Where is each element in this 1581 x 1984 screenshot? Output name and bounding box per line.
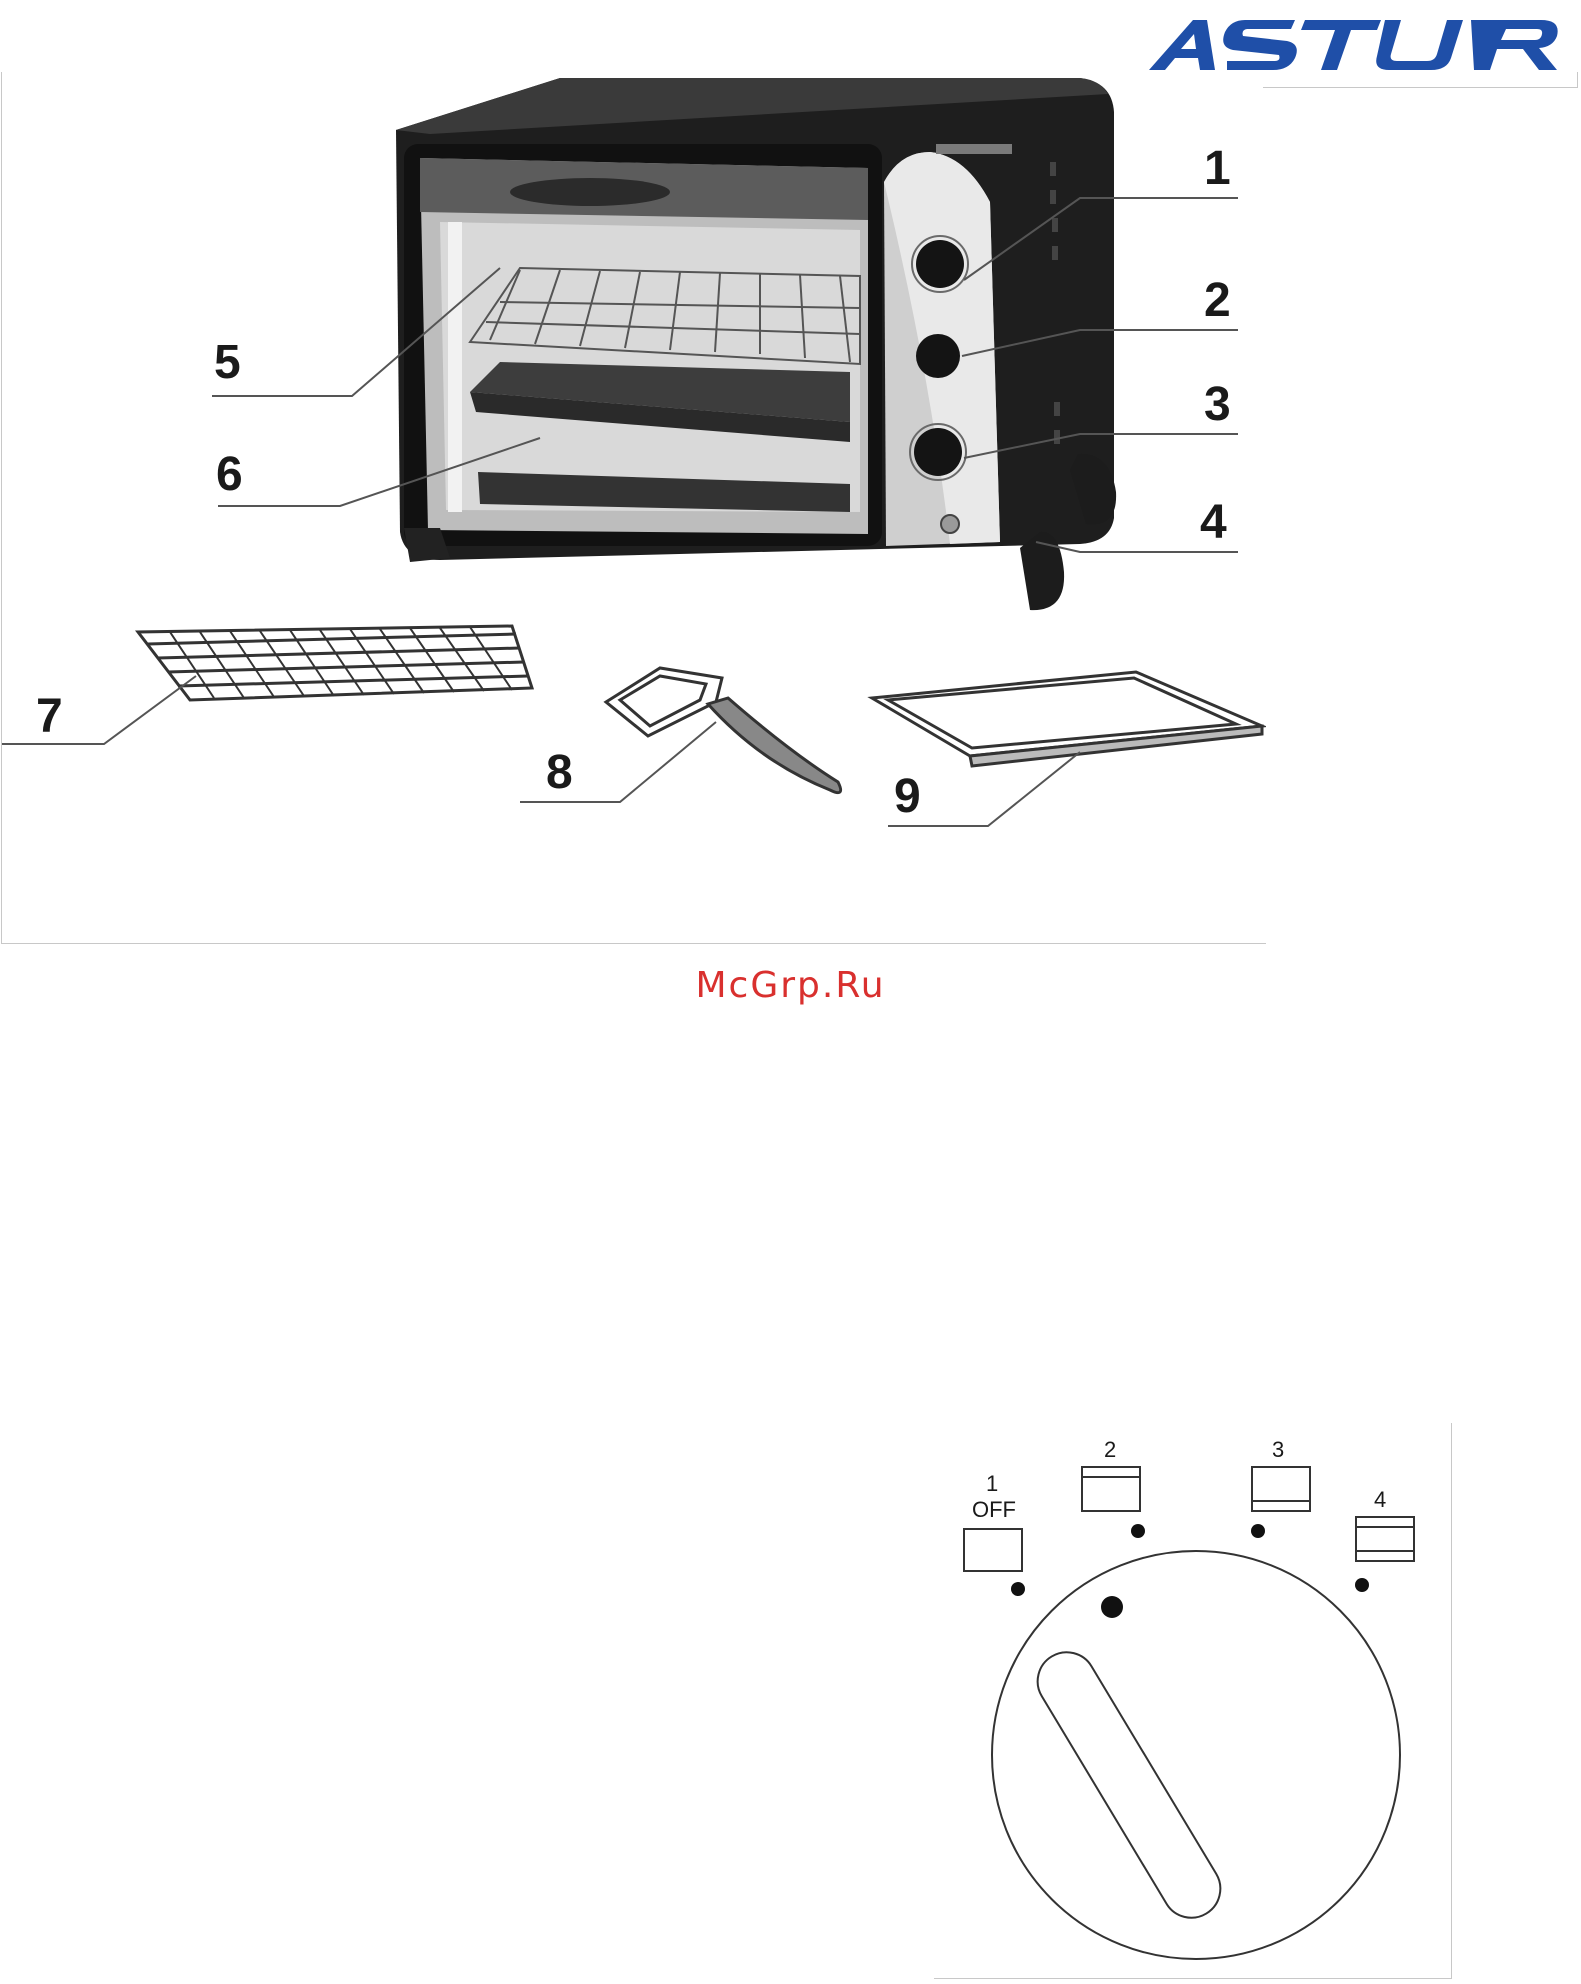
knob-position-1-symbol — [964, 1529, 1022, 1571]
astur-logo — [1145, 14, 1573, 74]
knob-position-3-dot — [1251, 1524, 1265, 1538]
knob-position-4-symbol — [1356, 1517, 1414, 1561]
callout-1: 1 — [1204, 142, 1231, 195]
callout-5: 5 — [214, 336, 241, 389]
knob-position-1-label: OFF — [972, 1497, 1016, 1522]
knob-position-3-symbol — [1252, 1467, 1310, 1511]
knob-position-2-number: 2 — [1104, 1437, 1116, 1462]
knob-position-4-dot — [1355, 1578, 1369, 1592]
knob-indicator-dot — [1101, 1596, 1123, 1618]
knob-position-4-number: 4 — [1374, 1487, 1386, 1512]
callout-8: 8 — [546, 746, 573, 799]
header-rule — [1263, 87, 1578, 88]
knob-position-3-number: 3 — [1272, 1437, 1284, 1462]
tray-handle — [606, 668, 841, 793]
wire-rack — [138, 626, 532, 700]
baking-tray — [872, 672, 1262, 766]
knob-position-1-number: 1 — [986, 1471, 998, 1496]
knob-position-1-dot — [1011, 1582, 1025, 1596]
callout-7: 7 — [36, 690, 63, 743]
knob-position-2-dot — [1131, 1524, 1145, 1538]
watermark-text: McGrp.Ru — [0, 965, 1581, 1006]
callout-3: 3 — [1204, 378, 1231, 431]
oven-body — [396, 78, 1116, 610]
callout-2: 2 — [1204, 274, 1231, 327]
function-knob-diagram: 1 OFF 2 3 4 — [934, 1423, 1452, 1979]
oven-illustration: 1 2 3 4 5 6 7 8 9 — [0, 72, 1266, 944]
callout-6: 6 — [216, 448, 243, 501]
header-rule-tick — [1577, 72, 1578, 88]
callout-4: 4 — [1200, 496, 1227, 549]
callout-9: 9 — [894, 770, 921, 823]
knob-position-2-symbol — [1082, 1467, 1140, 1511]
